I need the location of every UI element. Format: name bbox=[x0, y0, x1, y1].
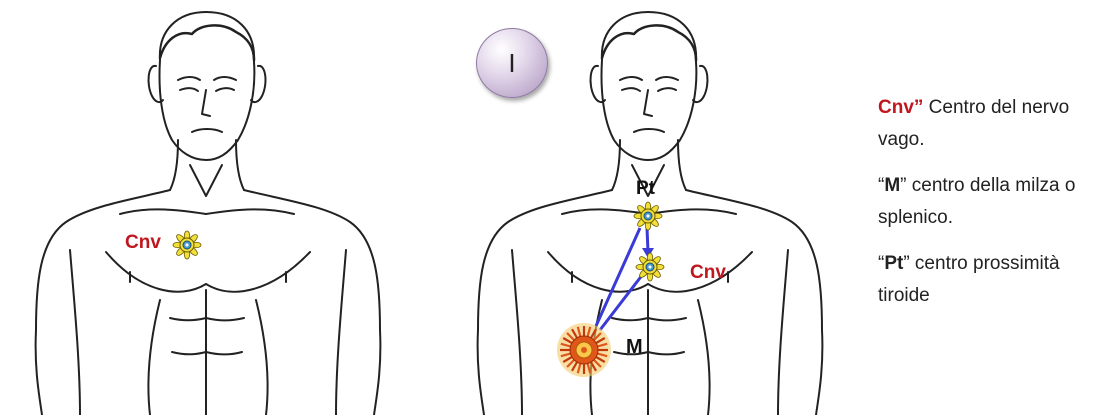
legend-item-pt: “Pt” centro prossimità tiroide bbox=[878, 248, 1088, 312]
legend: Cnv” Centro del nervo vago. “M” centro d… bbox=[878, 92, 1088, 326]
legend-key: Pt bbox=[884, 253, 903, 274]
cnv-label: Cnv bbox=[690, 262, 726, 284]
chakra-cnv-icon bbox=[635, 252, 665, 282]
pt-label: Pt bbox=[636, 178, 655, 200]
legend-key: M bbox=[884, 175, 900, 196]
torso-illustration-right: Pt Cnv M bbox=[450, 0, 860, 415]
legend-item-cnv: Cnv” Centro del nervo vago. bbox=[878, 92, 1088, 156]
chakra-cnv-icon bbox=[172, 230, 202, 260]
legend-item-m: “M” centro della milza o splenico. bbox=[878, 170, 1088, 234]
chakra-pt-icon bbox=[633, 201, 663, 231]
cnv-label: Cnv bbox=[125, 232, 161, 254]
torso-illustration-left: Cnv bbox=[0, 0, 420, 415]
torso-sketch-left bbox=[0, 0, 420, 415]
chakra-spleen-icon bbox=[556, 322, 612, 378]
m-label: M bbox=[626, 336, 643, 359]
legend-text: centro della milza o splenico. bbox=[878, 175, 1075, 228]
line-pt-to-m bbox=[596, 228, 640, 326]
legend-key-suffix: ” bbox=[914, 97, 924, 118]
legend-key: Cnv bbox=[878, 97, 914, 118]
